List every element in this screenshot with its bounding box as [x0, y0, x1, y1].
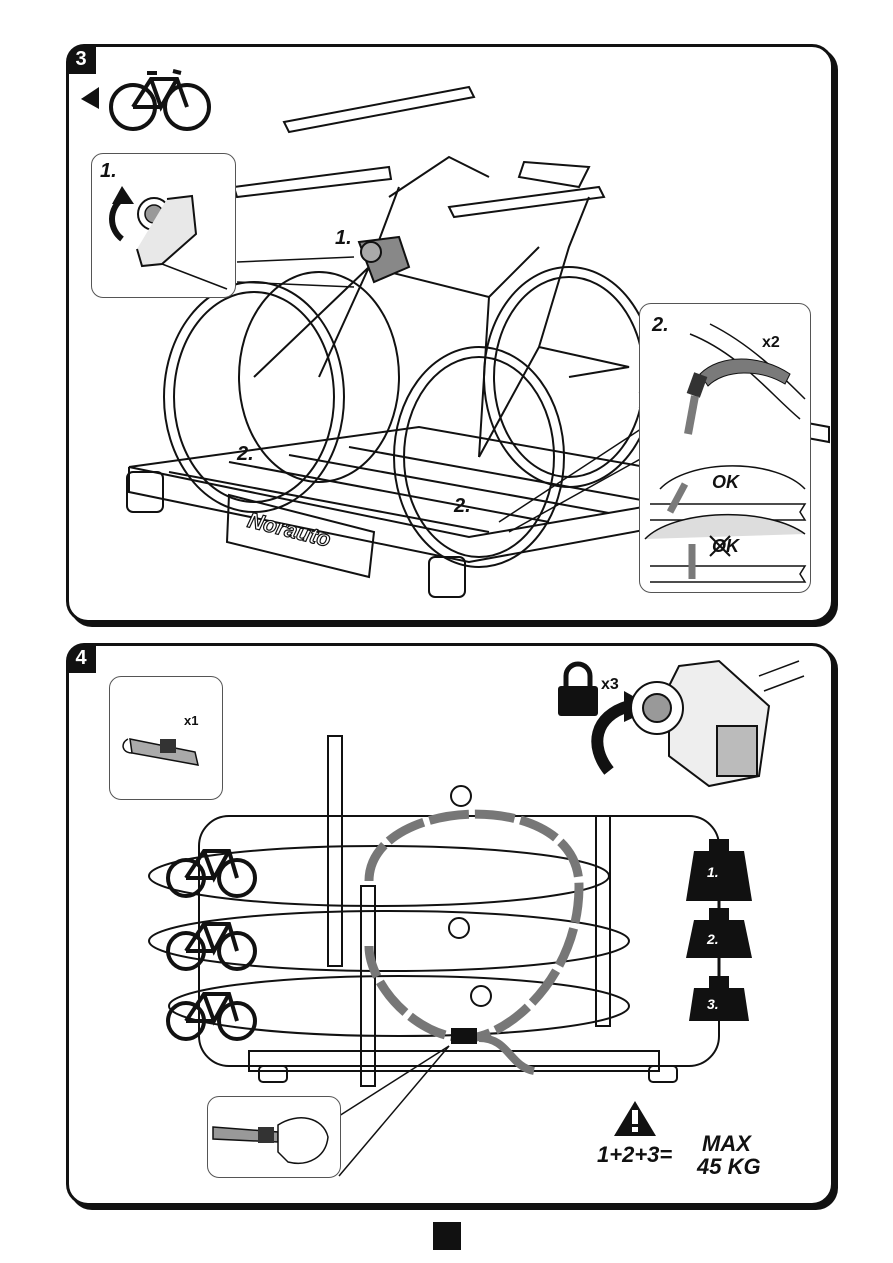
inset-strap-qty: x1 [109, 676, 223, 800]
step-number-3: 3 [66, 44, 96, 74]
weight-label-3: 3. [707, 996, 719, 1012]
strap-band [699, 358, 791, 387]
weight-label-1: 1. [707, 864, 719, 880]
ok-label: OK [712, 472, 739, 492]
bike-icon [109, 69, 211, 131]
step-4-illustration [148, 659, 805, 1177]
max-weight: 45 KG [697, 1154, 761, 1179]
page-number-box [433, 1222, 461, 1250]
max-label: MAX [702, 1131, 751, 1156]
not-ok-label: OK [712, 536, 739, 556]
rotate-arrow-icon [109, 196, 124, 242]
strap-qty: x1 [184, 713, 199, 728]
step-3-panel: 3 [66, 44, 834, 623]
warning-icon [614, 1101, 656, 1136]
strap-count: x2 [762, 334, 780, 351]
frame-clamp-knob [357, 235, 411, 284]
step-4-panel: 4 x1 [66, 643, 834, 1206]
main-step-label-1: 1. [335, 227, 352, 249]
step-number-4: 4 [66, 643, 96, 673]
locking-strap [364, 809, 584, 1043]
lock-count: x3 [601, 676, 619, 693]
main-step-label-2b: 2. [454, 495, 471, 517]
bike-icon [166, 849, 257, 1041]
step-3-illustration [81, 69, 830, 598]
inset-strap-label: 2. [652, 314, 669, 336]
lock-arrow-icon [591, 700, 631, 775]
inset-knob-label: 1. [100, 160, 117, 182]
strap-buckle-icon [686, 372, 708, 398]
main-step-label-2a: 2. [237, 443, 254, 465]
weight-icon [686, 839, 752, 1021]
padlock-icon [558, 661, 598, 716]
weight-label-2: 2. [707, 931, 719, 947]
inset-strap-detail: 2. x2 OK OK [639, 303, 811, 593]
inset-knob-detail: 1. [91, 153, 236, 298]
hand-icon [277, 1117, 329, 1164]
weight-formula: 1+2+3= [597, 1142, 673, 1167]
inset-hand-tighten [207, 1096, 341, 1178]
